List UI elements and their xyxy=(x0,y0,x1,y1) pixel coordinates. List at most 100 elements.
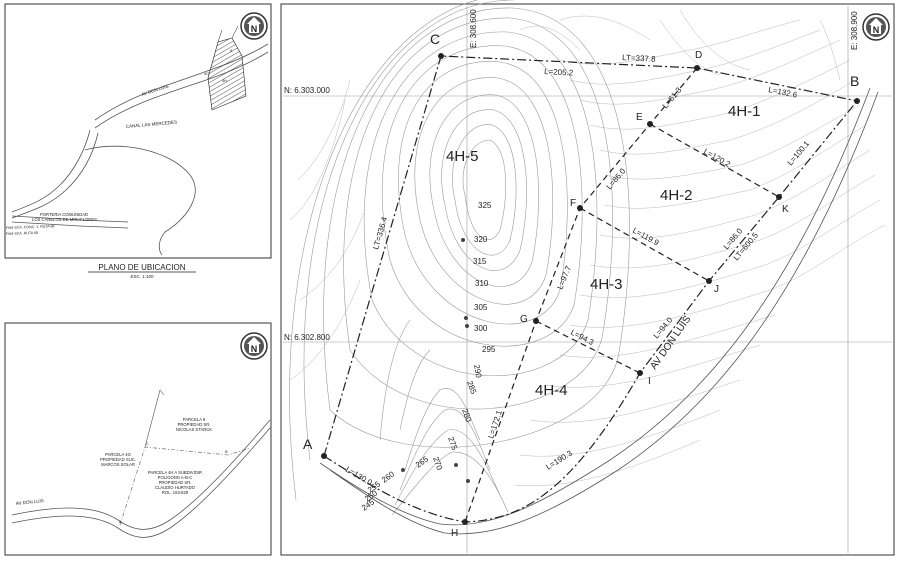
length-l-de: L=61.3 xyxy=(661,85,684,110)
north-arrow-icon: N xyxy=(240,12,268,40)
road-don-luis-edge2 xyxy=(329,91,879,535)
main-plan-frame xyxy=(280,3,895,556)
point-a-label: A xyxy=(303,436,313,452)
contour-label-260: 260 xyxy=(380,469,397,484)
detail-point-a: A xyxy=(119,520,122,524)
point-d-marker xyxy=(694,65,700,71)
length-l-gh: L=172.1 xyxy=(486,409,504,440)
parcela4g-label-2: PROPIEDAD SUC. xyxy=(100,457,136,462)
location-plan-scale: ESC. 1:100 xyxy=(130,274,154,279)
point-i-label: I xyxy=(648,376,651,387)
contour-label-295: 295 xyxy=(482,345,496,354)
road-don-luis-line xyxy=(94,43,269,121)
point-a-marker xyxy=(321,453,327,459)
contour-label-305: 305 xyxy=(474,303,488,312)
contour-label-310: 310 xyxy=(475,279,489,288)
length-l-ek: L=120.2 xyxy=(702,147,732,169)
road-don-luis-line2 xyxy=(94,51,269,129)
detail-plan: N A C B AV DON LUIS PARCELA 6 PROPIEDAD … xyxy=(4,322,272,556)
point-i-marker xyxy=(637,370,643,376)
contour-label-320: 320 xyxy=(474,235,488,244)
lot-4h-3-label: 4H-3 xyxy=(590,276,623,293)
point-h-label: H xyxy=(451,528,458,539)
survey-points xyxy=(321,53,860,525)
boundary-a-c-d-b xyxy=(323,55,858,457)
road-don-luis-edge xyxy=(319,87,871,526)
point-h-marker xyxy=(462,519,468,525)
parcela4h-label-1: PARCELA 4H A SUBDIVIDIR xyxy=(148,470,202,475)
length-l-fg: L=97.7 xyxy=(556,264,574,291)
ruta-label-2: FAM SCA. RUTA 68 xyxy=(6,231,38,236)
ruta-line2 xyxy=(11,221,129,229)
point-f-label: F xyxy=(570,198,576,209)
parcela6-label-3: NICOLAS STARCK xyxy=(176,427,212,432)
north-arrow-icon-3: N xyxy=(862,13,890,41)
contour-label-280: 280 xyxy=(460,408,473,424)
point-b-marker xyxy=(854,98,860,104)
detail-plan-frame xyxy=(4,322,272,556)
ruta-line xyxy=(11,215,129,223)
detail-road-line2 xyxy=(11,427,271,538)
length-l-hi: L=190.3 xyxy=(544,448,574,471)
point-b-label: B xyxy=(850,73,859,89)
point-g-label: G xyxy=(520,314,528,325)
ruta-label-1: FAM SCA. CONC. Y. RUTA 68 xyxy=(6,224,55,230)
contour-label-285: 285 xyxy=(465,380,478,396)
contour-label-290: 290 xyxy=(472,364,483,379)
point-j-marker xyxy=(706,278,712,284)
location-plan-frame xyxy=(4,3,272,259)
parcela4h-label-5: ROL: 163-829 xyxy=(162,490,189,495)
coord-north-top: N: 6.303.000 xyxy=(284,86,330,95)
contour-label-315: 315 xyxy=(473,257,487,266)
detail-road-line xyxy=(11,419,271,530)
contour-label-270: 270 xyxy=(431,456,444,472)
length-l-ef: L=86.0 xyxy=(605,166,628,191)
parcel-6-label: 6 xyxy=(230,48,233,53)
contour-lines xyxy=(289,0,886,516)
parcela4h-label-2: POLIGONO A-B-C xyxy=(158,475,193,480)
length-l-fj: L=119.9 xyxy=(631,226,661,248)
porteria-label-1: PORTERIA COMUNIDAD xyxy=(40,212,88,217)
length-l-cd: L=205.2 xyxy=(544,67,574,78)
point-f-marker xyxy=(577,205,583,211)
parcela4g-label-3: MARCOS SOLAR xyxy=(101,462,135,467)
point-d-label: D xyxy=(695,50,702,61)
parcela4h-label-4: CLAUDIO HURTADO xyxy=(155,485,196,490)
coord-east-left: E: 308.600 xyxy=(469,9,478,48)
parcel-4h-hatched xyxy=(207,37,247,111)
road-curve-line xyxy=(11,129,91,213)
detail-point-b: B xyxy=(225,450,228,454)
lot-4h-1-label: 4H-1 xyxy=(728,103,761,120)
contour-label-275: 275 xyxy=(446,436,459,452)
lot-4h-4-label: 4H-4 xyxy=(535,382,568,399)
canal-line xyxy=(84,145,196,256)
point-c-label: C xyxy=(430,31,440,47)
contour-label-300: 300 xyxy=(474,324,488,333)
detail-road-label: AV DON LUIS xyxy=(16,498,45,506)
point-j-label: J xyxy=(714,284,719,295)
main-plan: N: 6.303.000 N: 6.302.800 E: 308.600 E: … xyxy=(280,0,895,556)
parcela6-label-2: PROPIEDAD SR. xyxy=(178,422,211,427)
coord-east-right: E: 308.900 xyxy=(850,11,859,50)
length-lt-ac: LT=336.4 xyxy=(371,215,389,250)
contour-label-325: 325 xyxy=(478,201,492,210)
internal-line-f-j xyxy=(579,207,710,282)
parcela4h-label-3: PROPIEDAD SR. xyxy=(159,480,192,485)
point-k-label: K xyxy=(782,204,789,215)
north-letter: N xyxy=(251,24,258,34)
internal-line-e-k xyxy=(649,123,780,198)
coord-north-bottom: N: 6.302.800 xyxy=(284,333,330,342)
point-k-marker xyxy=(776,194,782,200)
north-letter-2: N xyxy=(251,344,258,354)
location-plan-title: PLANO DE UBICACION xyxy=(98,263,185,272)
lot-4h-2-label: 4H-2 xyxy=(660,187,693,204)
porteria-label-2: LOS CANELOS DE MIRAFLORES xyxy=(32,217,97,222)
parcela6-label-1: PARCELA 6 xyxy=(183,417,206,422)
point-e-label: E xyxy=(636,112,643,123)
road-curve-line2 xyxy=(11,132,99,219)
canal-label: CANAL LAS MERCEDES xyxy=(126,120,178,129)
length-lt-cd: LT=337.8 xyxy=(622,53,656,64)
location-plan: N 4G 4H 6 AV DON LUIS CANAL LAS MERCEDES… xyxy=(4,3,272,279)
contour-label-265: 265 xyxy=(414,454,431,469)
